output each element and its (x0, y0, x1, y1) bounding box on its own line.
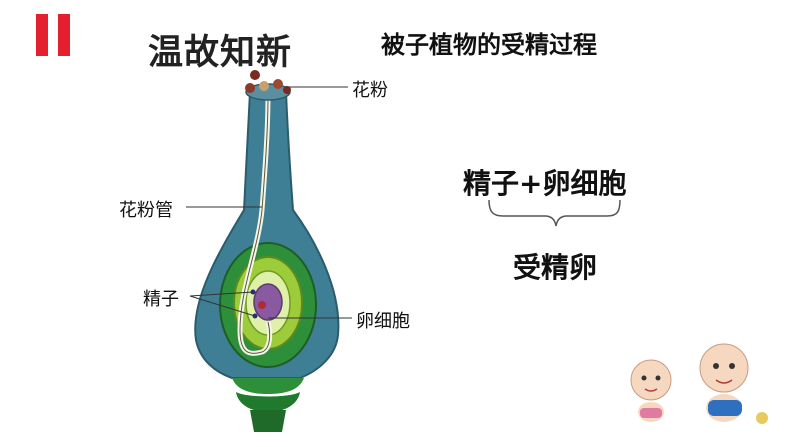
accent-bar-right (58, 14, 70, 56)
baby-icon (630, 359, 672, 422)
flower-base (236, 392, 300, 412)
label-pollen-tube: 花粉管 (119, 200, 173, 221)
baby-icon (699, 343, 768, 424)
leader-line-sperm-1 (189, 291, 254, 297)
accent-bar-left (36, 14, 48, 56)
pollen-grain (250, 70, 260, 80)
label-pollen: 花粉 (352, 80, 388, 101)
equation-reactants: 精子+卵细胞 (463, 167, 627, 200)
page-title: 温故知新 (148, 33, 293, 73)
diagram-title: 被子植物的受精过程 (381, 31, 597, 59)
equation-product: 受精卵 (513, 251, 598, 284)
egg-nucleus (258, 301, 266, 309)
label-egg-cell: 卵细胞 (356, 311, 410, 332)
egg-cell (253, 283, 283, 321)
pollen-grain (245, 83, 255, 93)
receptacle (232, 378, 304, 394)
brace (488, 199, 621, 227)
leader-line-sperm-2 (189, 295, 256, 317)
pollen-grain (283, 86, 291, 94)
pollen-grain (273, 79, 283, 89)
label-sperm: 精子 (143, 289, 179, 310)
pollen-grain (259, 81, 269, 91)
